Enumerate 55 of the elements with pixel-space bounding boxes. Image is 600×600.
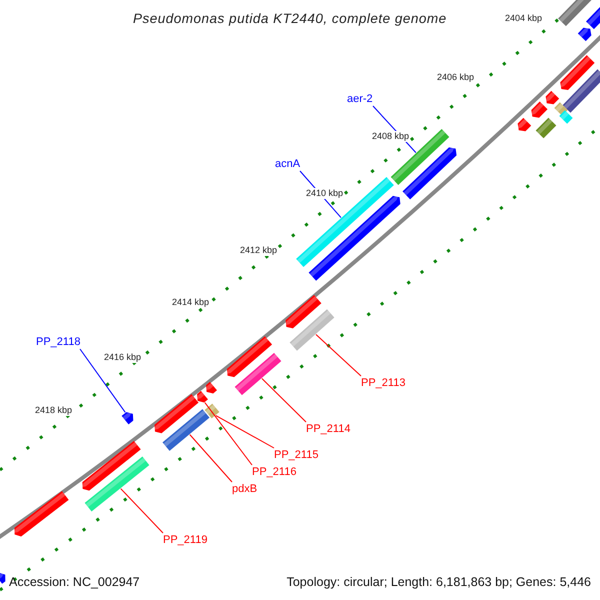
leader-line [204,402,252,466]
gene-label: PP_2116 [252,465,296,479]
gene-block [578,27,592,42]
leader-line [316,334,362,376]
gene-block [234,352,282,396]
gene-label: PP_2118 [36,335,80,349]
gene-block [560,55,595,90]
gene-block [84,456,150,512]
leader-line [80,348,126,413]
gene-block [205,382,217,394]
footer-text: Topology: circular; Length: 6,181,863 bp; Genes: 5,446 [286,575,591,590]
gene-block [559,110,573,124]
gene-block [284,294,322,328]
gene-block [554,102,568,116]
gene-label: aer-2 [347,92,373,106]
leader-line [215,415,274,448]
gene-block [536,118,556,138]
footer-text: Accession: NC_002947 [9,575,140,590]
scale-label: 2412 kbp [240,245,278,256]
gene-block [558,0,594,26]
scale-label: 2410 kbp [306,188,344,199]
gene-block [154,394,199,434]
gene-label: PP_2114 [306,422,350,436]
gene-block [162,409,210,451]
gene-block [122,412,134,424]
title: Pseudomonas putida KT2440, complete genome [133,10,447,28]
gene-label: pdxB [232,482,258,496]
gene-block [290,309,334,351]
scale-label: 2406 kbp [437,72,474,83]
gene-block [562,69,600,113]
scale-label: 2414 kbp [172,297,210,308]
leader-line [120,488,164,534]
scale-label: 2416 kbp [104,352,142,363]
gene-block [530,101,548,118]
gene-block [0,572,6,584]
gene-label: PP_2113 [361,376,406,390]
gene-label: acnA [275,157,300,171]
gene-block [226,336,272,378]
gene-block [586,5,600,30]
scale-label: 2418 kbp [35,405,72,416]
scale-label: 2408 kbp [372,131,410,142]
gene-block [13,491,69,536]
gene-block [517,118,532,132]
leader-line [189,434,232,482]
gene-block [196,390,208,403]
gene-block [296,176,394,268]
gene-block [390,129,450,185]
gene-block [545,90,560,104]
gene-label: PP_2115 [274,448,318,462]
gene-block [81,440,141,491]
leader-line [261,378,306,422]
scale-label: 2404 kbp [505,13,542,24]
gene-block [204,404,220,418]
gene-label: PP_2119 [163,533,208,547]
gene-block [402,147,457,200]
